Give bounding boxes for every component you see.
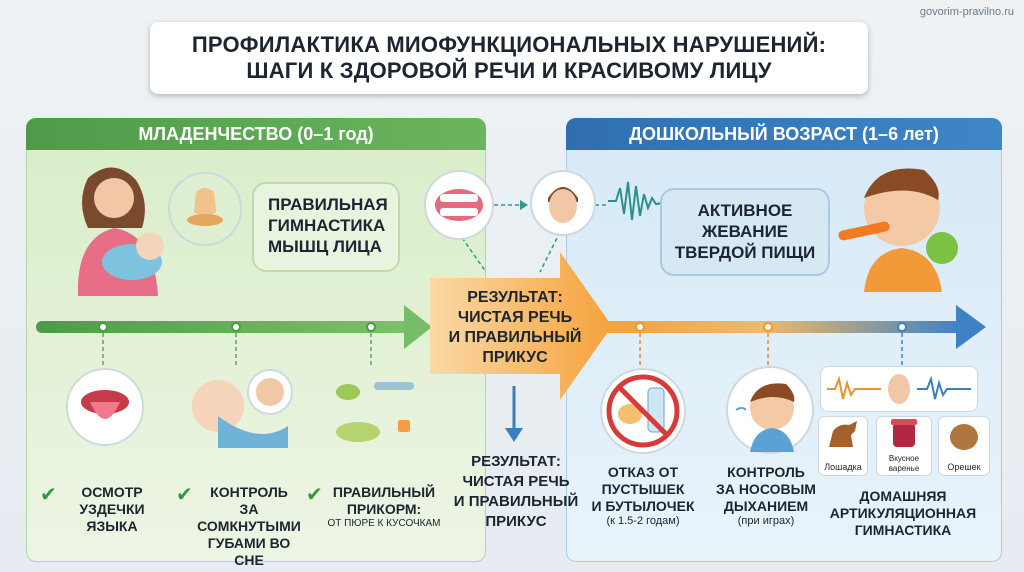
preschool-item-1-line-2: ПУСТЫШЕК bbox=[601, 481, 685, 497]
mother-breastfeeding-icon bbox=[58, 158, 176, 296]
preschool-item-3: ДОМАШНЯЯ АРТИКУЛЯЦИОННАЯ ГИМНАСТИКА bbox=[828, 488, 978, 539]
preschool-item-1: ОТКАЗ ОТ ПУСТЫШЕК И БУТЫЛОЧЕК (к 1.5-2 г… bbox=[588, 464, 698, 527]
green-timeline-arrowhead bbox=[404, 305, 432, 349]
timeline-dot-2 bbox=[231, 322, 241, 332]
horse-icon bbox=[829, 421, 857, 447]
checkmark-icon: ✔ bbox=[176, 484, 193, 506]
preschool-item-2-line-2: ЗА НОСОВЫМ bbox=[716, 481, 816, 497]
infancy-header: МЛАДЕНЧЕСТВО (0–1 год) bbox=[26, 118, 486, 150]
result-center-line-3: И ПРАВИЛЬНЫЙ bbox=[448, 329, 582, 346]
green-timeline-bar bbox=[36, 321, 408, 333]
preschool-item-2: КОНТРОЛЬ ЗА НОСОВЫМ ДЫХАНИЕМ (при играх) bbox=[708, 464, 824, 527]
teeth-icon bbox=[424, 170, 494, 240]
infancy-bubble-line-2: ГИМНАСТИКА bbox=[268, 216, 386, 235]
infancy-item-3: ✔ ПРАВИЛЬНЫЙ ПРИКОРМ: ОТ ПЮРЕ К КУСОЧКАМ bbox=[306, 484, 446, 529]
preschool-bubble-line-3: ТВЕРДОЙ ПИЩИ bbox=[674, 243, 816, 262]
infancy-item-2-line-3: ГУБАМИ ВО СНЕ bbox=[207, 535, 291, 568]
infancy-bubble-line-1: ПРАВИЛЬНАЯ bbox=[268, 195, 388, 214]
timeline-dot-3 bbox=[366, 322, 376, 332]
blue-timeline-arrowhead bbox=[956, 305, 986, 349]
nut-tile: Орешек bbox=[938, 416, 990, 476]
infancy-item-1: ✔ ОСМОТР УЗДЕЧКИ ЯЗЫКА bbox=[40, 484, 170, 535]
boy-breathing-icon bbox=[726, 366, 814, 454]
infancy-item-3-line-2: ПРИКОРМ: bbox=[346, 501, 422, 517]
preschool-header: ДОШКОЛЬНЫЙ ВОЗРАСТ (1–6 лет) bbox=[566, 118, 1002, 150]
result-center-line-4: ПРИКУС bbox=[482, 349, 548, 366]
checkmark-icon: ✔ bbox=[306, 484, 323, 506]
result-bottom-line-1: РЕЗУЛЬТАТ: bbox=[471, 453, 561, 470]
infancy-item-1-line-2: УЗДЕЧКИ bbox=[79, 501, 145, 517]
down-arrowhead bbox=[505, 428, 523, 442]
result-center: РЕЗУЛЬТАТ: ЧИСТАЯ РЕЧЬ И ПРАВИЛЬНЫЙ ПРИК… bbox=[430, 288, 600, 368]
title-line-1: ПРОФИЛАКТИКА МИОФУНКЦИОНАЛЬНЫХ НАРУШЕНИЙ… bbox=[191, 32, 827, 57]
result-bottom: РЕЗУЛЬТАТ: ЧИСТАЯ РЕЧЬ И ПРАВИЛЬНЫЙ ПРИК… bbox=[436, 452, 596, 532]
checkmark-icon: ✔ bbox=[40, 484, 57, 506]
timeline-dot-5 bbox=[763, 322, 773, 332]
result-bottom-line-4: ПРИКУС bbox=[485, 513, 547, 530]
nut-tile-label: Орешек bbox=[947, 462, 981, 472]
preschool-item-1-line-3: И БУТЫЛОЧЕК bbox=[591, 498, 695, 514]
no-pacifier-bottle-icon bbox=[600, 368, 686, 454]
infancy-item-1-line-1: ОСМОТР bbox=[81, 484, 143, 500]
pacifier-icon bbox=[168, 172, 242, 246]
result-bottom-line-2: ЧИСТАЯ РЕЧЬ bbox=[462, 473, 570, 490]
preschool-item-1-line-1: ОТКАЗ ОТ bbox=[607, 464, 679, 480]
infancy-item-1-line-3: ЯЗЫКА bbox=[86, 518, 138, 534]
watermark: govorim-pravilno.ru bbox=[919, 6, 1014, 18]
preschool-item-2-line-3: ДЫХАНИЕМ bbox=[723, 498, 809, 514]
preschool-item-3-line-1: ДОМАШНЯЯ bbox=[859, 488, 947, 504]
ear-sound-icon bbox=[820, 366, 978, 412]
blue-timeline-bar bbox=[600, 321, 960, 333]
preschool-bubble-line-2: ЖЕВАНИЕ bbox=[701, 222, 789, 241]
preschool-item-3-line-3: ГИМНАСТИКА bbox=[854, 522, 952, 538]
horse-tile: Лошадка bbox=[818, 416, 868, 476]
jam-tile-label: Вкусное варенье bbox=[888, 454, 920, 473]
timeline-dot-4 bbox=[635, 322, 645, 332]
infancy-item-3-sub: ОТ ПЮРЕ К КУСОЧКАМ bbox=[327, 518, 441, 529]
preschool-item-2-sub: (при играх) bbox=[737, 515, 795, 527]
infancy-item-2: ✔ КОНТРОЛЬ ЗА СОМКНУТЫМИ ГУБАМИ ВО СНЕ bbox=[176, 484, 306, 569]
jam-tile: Вкусное варенье bbox=[876, 416, 932, 476]
timeline-dot-6 bbox=[897, 322, 907, 332]
title-box: ПРОФИЛАКТИКА МИОФУНКЦИОНАЛЬНЫХ НАРУШЕНИЙ… bbox=[150, 22, 868, 94]
preschool-item-3-line-2: АРТИКУЛЯЦИОННАЯ bbox=[829, 505, 977, 521]
face-icon bbox=[530, 170, 596, 236]
puree-spoons-icon bbox=[328, 372, 424, 448]
infancy-item-2-line-1: КОНТРОЛЬ bbox=[210, 484, 288, 500]
horse-tile-label: Лошадка bbox=[824, 462, 862, 472]
boy-eating-icon bbox=[838, 156, 968, 292]
infancy-bubble-line-3: МЫШЦ ЛИЦА bbox=[268, 237, 382, 256]
preschool-bubble: АКТИВНОЕ ЖЕВАНИЕ ТВЕРДОЙ ПИЩИ bbox=[660, 188, 830, 276]
result-center-line-2: ЧИСТАЯ РЕЧЬ bbox=[457, 309, 573, 326]
preschool-item-1-sub: (к 1.5-2 годам) bbox=[606, 515, 680, 527]
jam-jar-icon bbox=[891, 419, 917, 447]
preschool-bubble-line-1: АКТИВНОЕ bbox=[697, 201, 793, 220]
sound-wave-icon bbox=[608, 176, 679, 226]
teal-arrowhead bbox=[520, 200, 528, 210]
infancy-item-3-line-1: ПРАВИЛЬНЫЙ bbox=[332, 484, 436, 500]
infancy-item-2-line-2: ЗА СОМКНУТЫМИ bbox=[197, 501, 301, 534]
timeline-dot-1 bbox=[98, 322, 108, 332]
tongue-icon bbox=[66, 368, 144, 446]
infancy-bubble: ПРАВИЛЬНАЯ ГИМНАСТИКА МЫШЦ ЛИЦА bbox=[252, 182, 400, 272]
nut-icon bbox=[950, 424, 978, 450]
result-bottom-line-3: И ПРАВИЛЬНЫЙ bbox=[453, 493, 579, 510]
sleeping-baby-icon bbox=[188, 366, 296, 448]
title-line-2: ШАГИ К ЗДОРОВОЙ РЕЧИ И КРАСИВОМУ ЛИЦУ bbox=[246, 58, 772, 83]
result-center-line-1: РЕЗУЛЬТАТ: bbox=[467, 289, 563, 306]
result-big-arrow bbox=[430, 252, 612, 400]
preschool-item-2-line-1: КОНТРОЛЬ bbox=[727, 464, 805, 480]
